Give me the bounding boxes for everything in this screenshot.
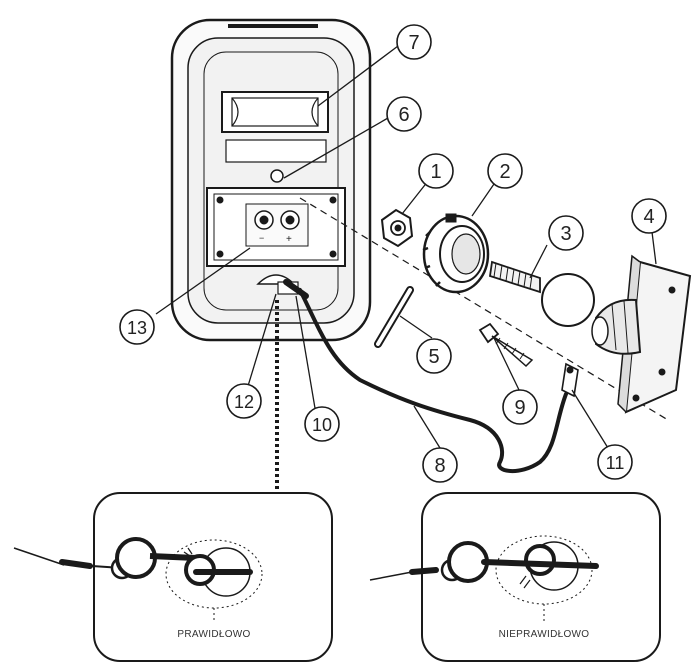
callout-9-circle [502,389,538,425]
leader-11 [571,389,609,449]
callout-6: 6 [398,104,409,126]
part-5-pin [374,286,414,348]
leader-lines [155,45,657,449]
callout-8-circle [422,447,458,483]
callout-7-circle [396,24,432,60]
callout-13-circle [119,309,155,345]
part-3-ball-stud [489,260,595,327]
callout-7: 7 [408,32,419,54]
leader-7 [317,45,399,107]
terminal-plus [280,210,300,230]
callout-13: 13 [127,318,147,338]
callout-9: 9 [514,397,525,419]
callout-4: 4 [643,206,654,228]
callout-2: 2 [499,161,510,183]
leader-4 [651,231,657,265]
callout-11: 11 [606,453,625,473]
callout-10-circle [304,406,340,442]
part-1-nut [380,208,414,248]
label-plate [225,139,327,163]
callout-5: 5 [428,346,439,368]
callout-3-circle [548,215,584,251]
leader-2 [471,183,495,217]
callout-numbers: 7 6 1 2 3 4 5 9 11 8 10 12 13 [127,32,655,477]
callout-12-circle [226,383,262,419]
speaker-body [170,18,372,342]
callout-11-circle [597,444,633,480]
part-9-screw [478,322,534,368]
leader-6 [283,117,389,179]
tweeter-horn [221,91,329,133]
part-11-clip [561,362,579,398]
part-2-ring [422,213,490,294]
callout-10: 10 [312,415,332,435]
callout-circles [119,24,667,483]
correct-label: PRAWIDŁOWO [177,629,250,640]
leader-8 [413,405,441,449]
leader-3 [529,244,548,279]
leader-12 [247,293,277,387]
inset-incorrect: NIEPRAWIDŁOWO [369,492,661,662]
callout-4-circle [631,198,667,234]
callout-1: 1 [430,161,441,183]
terminal-panel [206,187,346,267]
leader-9 [493,337,521,393]
callout-12: 12 [234,392,254,412]
rear-hole [270,169,284,183]
callout-2-circle [487,153,523,189]
incorrect-label: NIEPRAWIDŁOWO [499,629,590,640]
terminal-plus-sign: + [286,234,292,245]
part-8-safety-cable [283,279,568,473]
leader-5 [399,315,433,339]
part-4-wall-plate [591,254,692,414]
leader-10 [295,295,318,421]
callout-6-circle [386,96,422,132]
callout-3: 3 [560,223,571,245]
callout-8: 8 [434,455,445,477]
callout-1-circle [418,153,454,189]
leader-13 [155,247,251,315]
callout-5-circle [416,338,452,374]
terminal-minus [254,210,274,230]
terminal-minus-sign: − [259,233,264,243]
inset-correct: PRAWIDŁOWO [13,492,333,662]
